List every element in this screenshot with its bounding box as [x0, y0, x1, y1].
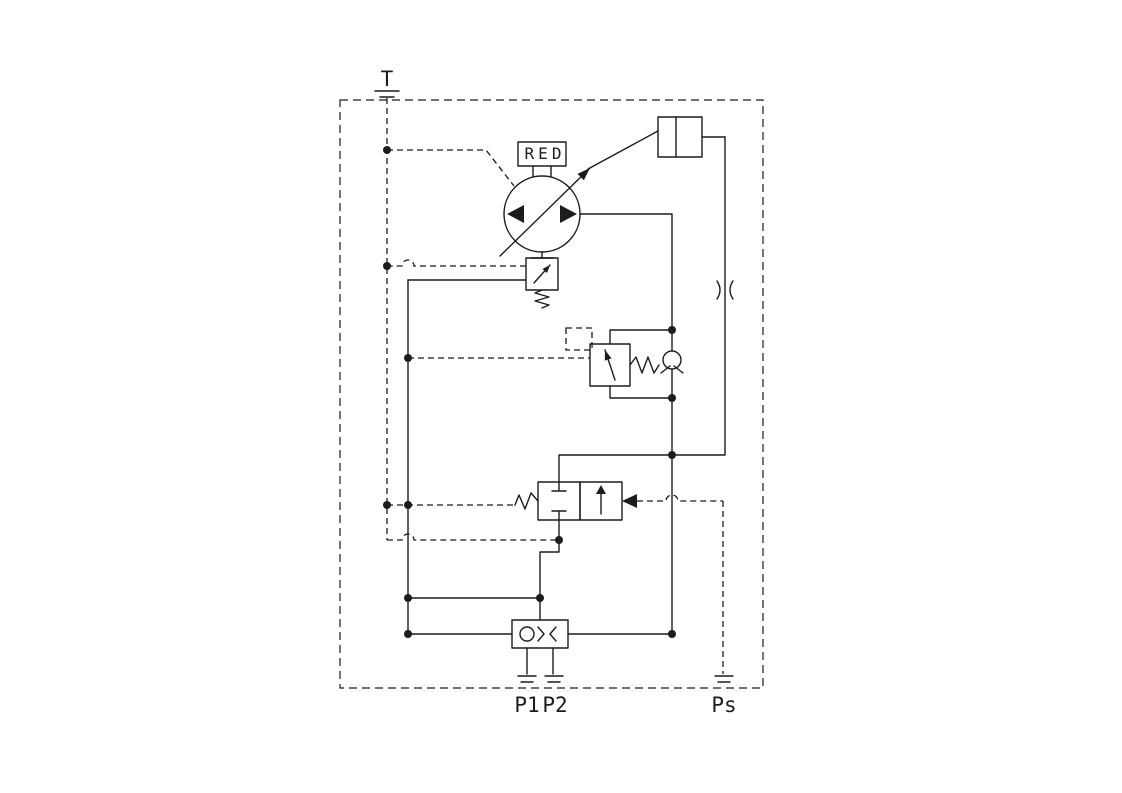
ps-pilot-line — [637, 494, 724, 674]
red-tag: RED — [517, 141, 567, 177]
pump-circle — [503, 175, 581, 253]
shuttle-seat-left — [537, 626, 545, 642]
shuttle-body — [511, 619, 569, 649]
junction-dot — [383, 501, 391, 509]
junction-dot — [404, 501, 412, 509]
lower-pilot-line — [387, 533, 559, 541]
junction-dot — [536, 594, 544, 602]
junction-dot — [668, 451, 676, 459]
pump-triangle-right — [560, 205, 577, 223]
enclosure-boundary — [339, 99, 764, 689]
variable-displacement-pump — [499, 130, 659, 257]
red-tag-label: RED — [525, 144, 566, 163]
relief-spring — [629, 356, 660, 374]
junction-dot — [383, 262, 391, 270]
variable-arrow — [499, 167, 591, 257]
junction-dot — [404, 630, 412, 638]
cylinder-body — [657, 116, 703, 158]
check-valve — [660, 350, 684, 374]
junction-dot — [404, 354, 412, 362]
shuttle-seat-right — [549, 626, 557, 642]
port-p2: P2 — [542, 675, 568, 717]
pump-compensator-valve — [525, 257, 559, 309]
pilot-operated-directional-valve — [514, 481, 637, 521]
variable-arrowhead — [577, 168, 590, 181]
ps-label: Ps — [711, 693, 736, 717]
junction-dot — [668, 326, 676, 334]
valve-flow-arrowhead — [596, 485, 606, 494]
junction-dots — [383, 146, 676, 638]
valve-top-line — [558, 454, 673, 483]
relief-pilot-box — [565, 327, 593, 351]
red-tag-stubs — [532, 165, 552, 177]
junction-dot — [555, 536, 563, 544]
shuttle-ball — [519, 626, 535, 642]
valve-blocked-ports — [551, 481, 567, 521]
pump-triangle-left — [507, 205, 524, 223]
relief-arrowhead — [604, 350, 612, 361]
compensator-arrowhead — [542, 265, 550, 273]
port-p1: P1 — [514, 675, 540, 717]
check-ball — [662, 350, 682, 370]
stroke-link-line — [587, 130, 659, 170]
orifice-arc-right — [729, 280, 734, 300]
compensator-spring — [534, 289, 550, 309]
pilot-relief-valve — [565, 327, 660, 387]
shuttle-valve — [511, 619, 569, 649]
p1-p2-stubs — [526, 647, 554, 675]
valve-bottom-riser — [539, 519, 560, 621]
orifice-line — [671, 136, 726, 456]
pilot-drain-lines — [386, 98, 724, 674]
damping-orifice — [716, 280, 734, 300]
p2-label: P2 — [542, 693, 567, 717]
tank-vent-symbol: T — [374, 67, 400, 98]
junction-dot — [668, 394, 676, 402]
valve-pilot-actuator — [622, 494, 637, 508]
compensator-upper-pilot-line — [387, 259, 526, 267]
red-tag-box — [517, 141, 567, 167]
check-seat — [660, 365, 684, 374]
pump-case-drain-line — [387, 149, 515, 187]
junction-dot — [383, 146, 391, 154]
valve-spring — [514, 492, 539, 510]
junction-dot — [668, 630, 676, 638]
p1-label: P1 — [514, 693, 539, 717]
orifice-arc-left — [716, 280, 721, 300]
relief-branch-lines — [609, 329, 673, 399]
main-lines — [407, 136, 726, 675]
port-ps: Ps — [711, 675, 737, 717]
junction-dot — [404, 594, 412, 602]
tank-port-label: T — [381, 67, 394, 91]
control-cylinder — [657, 116, 726, 158]
pump-outlet-line — [579, 213, 673, 635]
